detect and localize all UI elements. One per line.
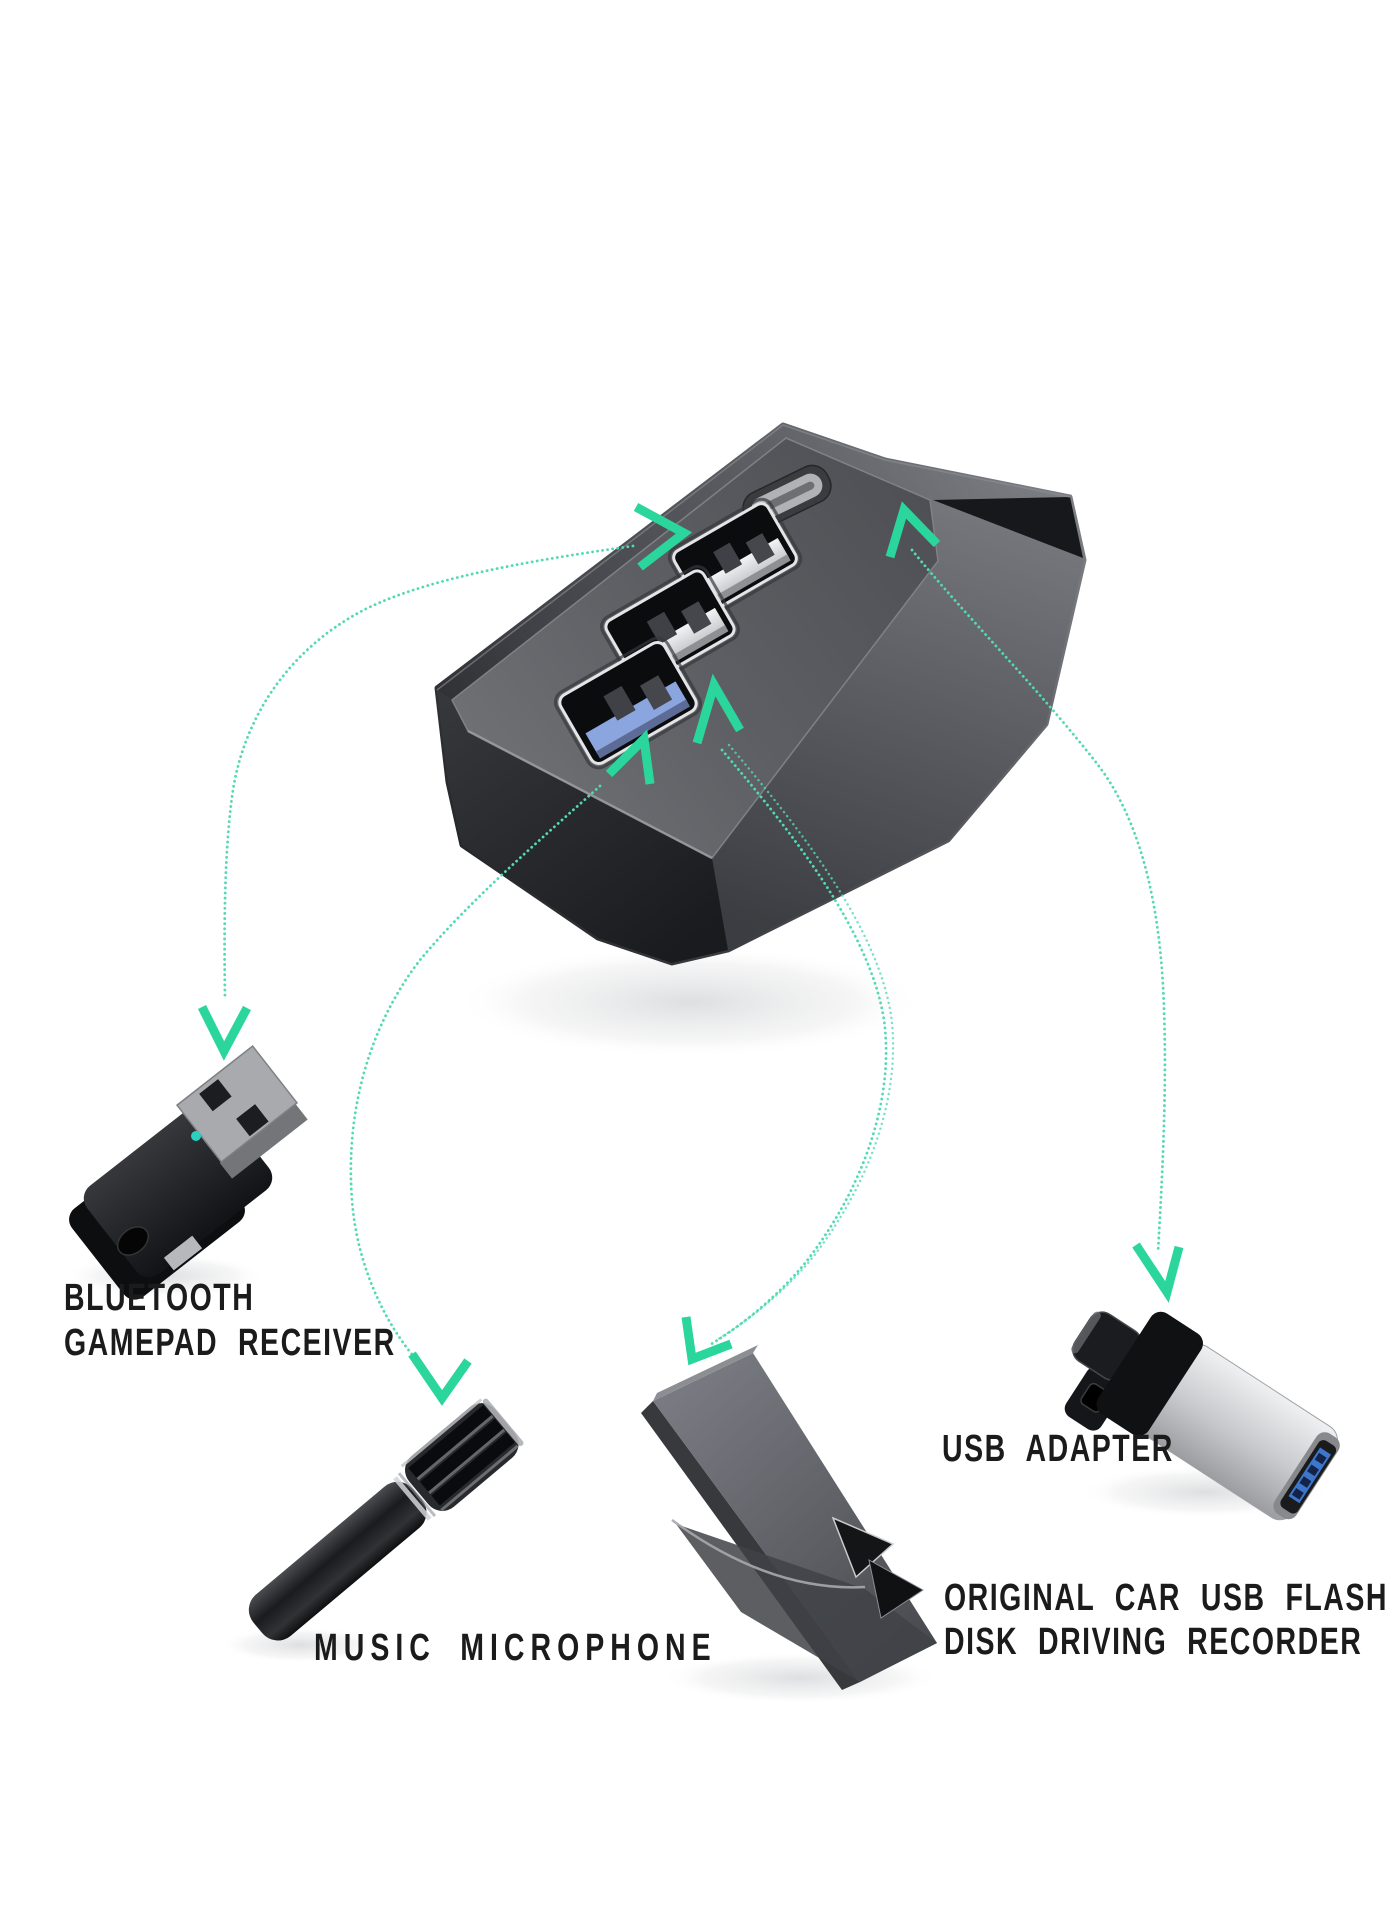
port-contact-prong <box>745 533 775 565</box>
port-contact-prong <box>646 611 678 645</box>
receiver-aux-hole <box>116 1226 150 1256</box>
port-contact-prong <box>603 685 636 721</box>
adapter-tongue-contact <box>1299 1476 1312 1488</box>
usb-hub <box>434 422 1087 966</box>
arrowhead-middle-port <box>692 673 744 745</box>
microphone-mesh-slot <box>408 1404 492 1478</box>
label-line: GAMEPAD RECEIVER <box>64 1322 396 1364</box>
label-line: ORIGINAL CAR USB FLASH <box>944 1577 1388 1619</box>
arrowhead-receiver <box>197 1004 251 1061</box>
arrows <box>197 501 1184 1406</box>
microphone-ring <box>393 1476 432 1521</box>
label-line: BLUETOOTH <box>64 1277 255 1319</box>
adapter-tongue-contact <box>1307 1464 1319 1477</box>
label-usb-adapter: USB ADAPTER <box>942 1427 1174 1472</box>
label-bluetooth-gamepad-receiver: BLUETOOTH GAMEPAD RECEIVER <box>64 1276 396 1366</box>
microphone-mesh-slot <box>431 1432 515 1506</box>
usb-adapter <box>1064 1311 1340 1521</box>
flash-drive-triangle-cutout <box>831 1516 895 1579</box>
flash-drive-triangle-cutout <box>868 1559 924 1619</box>
usb-a-port-blue <box>553 636 703 770</box>
arrowhead-usb-c-port <box>885 501 941 559</box>
receiver-usb-plug-hole <box>199 1079 232 1112</box>
adapter-tongue-contact <box>1291 1488 1304 1500</box>
hub-right-face <box>712 497 1084 950</box>
flash-drive-end-bevel <box>653 1345 758 1401</box>
label-line: MUSIC MICROPHONE <box>314 1627 717 1669</box>
port-contact-prong <box>639 675 673 710</box>
flash-drive-curve-highlight <box>671 1518 866 1589</box>
arrowhead-adapter <box>1132 1242 1184 1303</box>
microphone-head-top-highlight <box>400 1398 483 1468</box>
label-line: DISK DRIVING RECORDER <box>944 1621 1363 1663</box>
microphone-head-bottom-edge <box>440 1444 519 1512</box>
hub-plate-bottom-highlight <box>467 729 713 860</box>
port-outer-shadow <box>553 636 703 770</box>
arrow-trail-flash-drive <box>706 748 888 1348</box>
port-tongue-edge <box>595 699 691 759</box>
hub-top-edge-highlight <box>436 424 1071 691</box>
receiver-usb-plug-hole <box>236 1104 269 1137</box>
arrow-trail-receiver <box>223 544 635 1000</box>
microphone-mesh-rib <box>416 1414 494 1481</box>
arrowhead-top-port <box>633 503 693 571</box>
label-music-microphone: MUSIC MICROPHONE <box>314 1626 717 1671</box>
arrowhead-blue-port <box>605 729 655 785</box>
arrowhead-flash-drive <box>681 1316 733 1366</box>
hub-black-facet <box>933 497 1083 558</box>
arrow-trail-microphone <box>349 784 602 1374</box>
arrow-trail-adapter <box>910 548 1167 1254</box>
hub-front-left-face <box>437 690 728 963</box>
arrowhead-microphone <box>408 1351 472 1406</box>
port-contact-prong <box>713 542 743 574</box>
usb-c-slot <box>759 481 815 513</box>
label-car-usb-flash-disk-recorder: ORIGINAL CAR USB FLASH DISK DRIVING RECO… <box>944 1576 1388 1664</box>
port-contact-prong <box>681 601 712 634</box>
microphone-ring-2 <box>397 1472 437 1518</box>
receiver-accent-strip <box>163 1235 203 1271</box>
microphone-shadow <box>220 1627 380 1663</box>
microphone-tip-cap <box>482 1398 524 1446</box>
music-microphone <box>248 1398 524 1641</box>
microphone-mesh-rib <box>428 1428 506 1495</box>
port-tongue-edge <box>705 554 791 608</box>
label-line: USB ADAPTER <box>942 1428 1174 1470</box>
flash-drive-wedge <box>676 1524 937 1682</box>
hub-shadow <box>455 946 925 1058</box>
adapter-strap-band <box>1096 1311 1203 1436</box>
adapter-tongue-contact <box>1314 1452 1327 1465</box>
adapter-usb-c-tip <box>1071 1311 1101 1354</box>
bluetooth-gamepad-receiver <box>69 1045 308 1300</box>
microphone-body <box>248 1481 427 1641</box>
receiver-led <box>191 1131 201 1141</box>
usb-flash-drive <box>641 1345 937 1690</box>
microphone-mesh-slot <box>419 1418 504 1492</box>
receiver-usb-plug-side <box>219 1103 308 1179</box>
arrow-trail-flash-drive-2 <box>713 743 895 1343</box>
